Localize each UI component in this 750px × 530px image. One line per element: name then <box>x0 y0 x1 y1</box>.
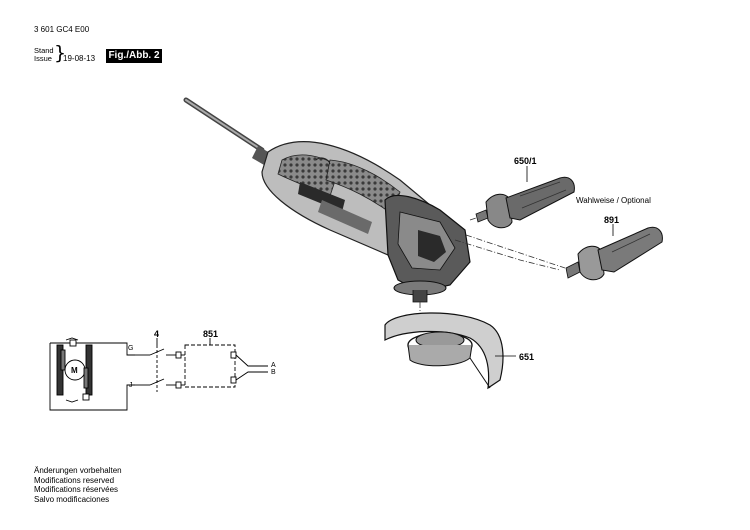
wiring-schematic <box>49 337 268 411</box>
stand-issue-labels: Stand Issue <box>34 47 54 63</box>
side-handle-650-1 <box>475 176 575 229</box>
callout-4: 4 <box>154 329 160 339</box>
callout-851: 851 <box>203 329 219 339</box>
protection-guard-651 <box>384 312 504 390</box>
callout-891: 891 <box>604 215 620 225</box>
issue-date: 19-08-13 <box>63 54 96 63</box>
terminal-g: G <box>128 345 134 352</box>
note-fr: Modifications réservées <box>34 485 119 494</box>
modification-notes: Änderungen vorbehalten Modifications res… <box>34 466 122 504</box>
motor-label: M <box>71 366 78 375</box>
part-number: 3 601 GC4 E00 <box>34 25 90 34</box>
note-es: Salvo modificaciones <box>34 494 110 504</box>
note-en: Modifications reserved <box>34 475 115 485</box>
terminal-j: J <box>129 382 133 389</box>
terminal-a: A <box>271 362 276 369</box>
figure-label: Fig./Abb. 2 <box>106 49 162 63</box>
optional-note: Wahlweise / Optional <box>576 196 651 205</box>
gear-head <box>384 195 471 303</box>
side-handle-891 <box>565 226 663 281</box>
leader-lines <box>495 166 614 357</box>
issue-label: Issue <box>34 54 52 63</box>
terminal-b: B <box>271 369 276 376</box>
callout-651: 651 <box>519 352 535 362</box>
note-de: Änderungen vorbehalten <box>34 466 122 475</box>
stand-label: Stand <box>34 46 54 55</box>
brace-symbol: } <box>54 42 67 64</box>
callout-650-1: 650/1 <box>514 156 537 166</box>
